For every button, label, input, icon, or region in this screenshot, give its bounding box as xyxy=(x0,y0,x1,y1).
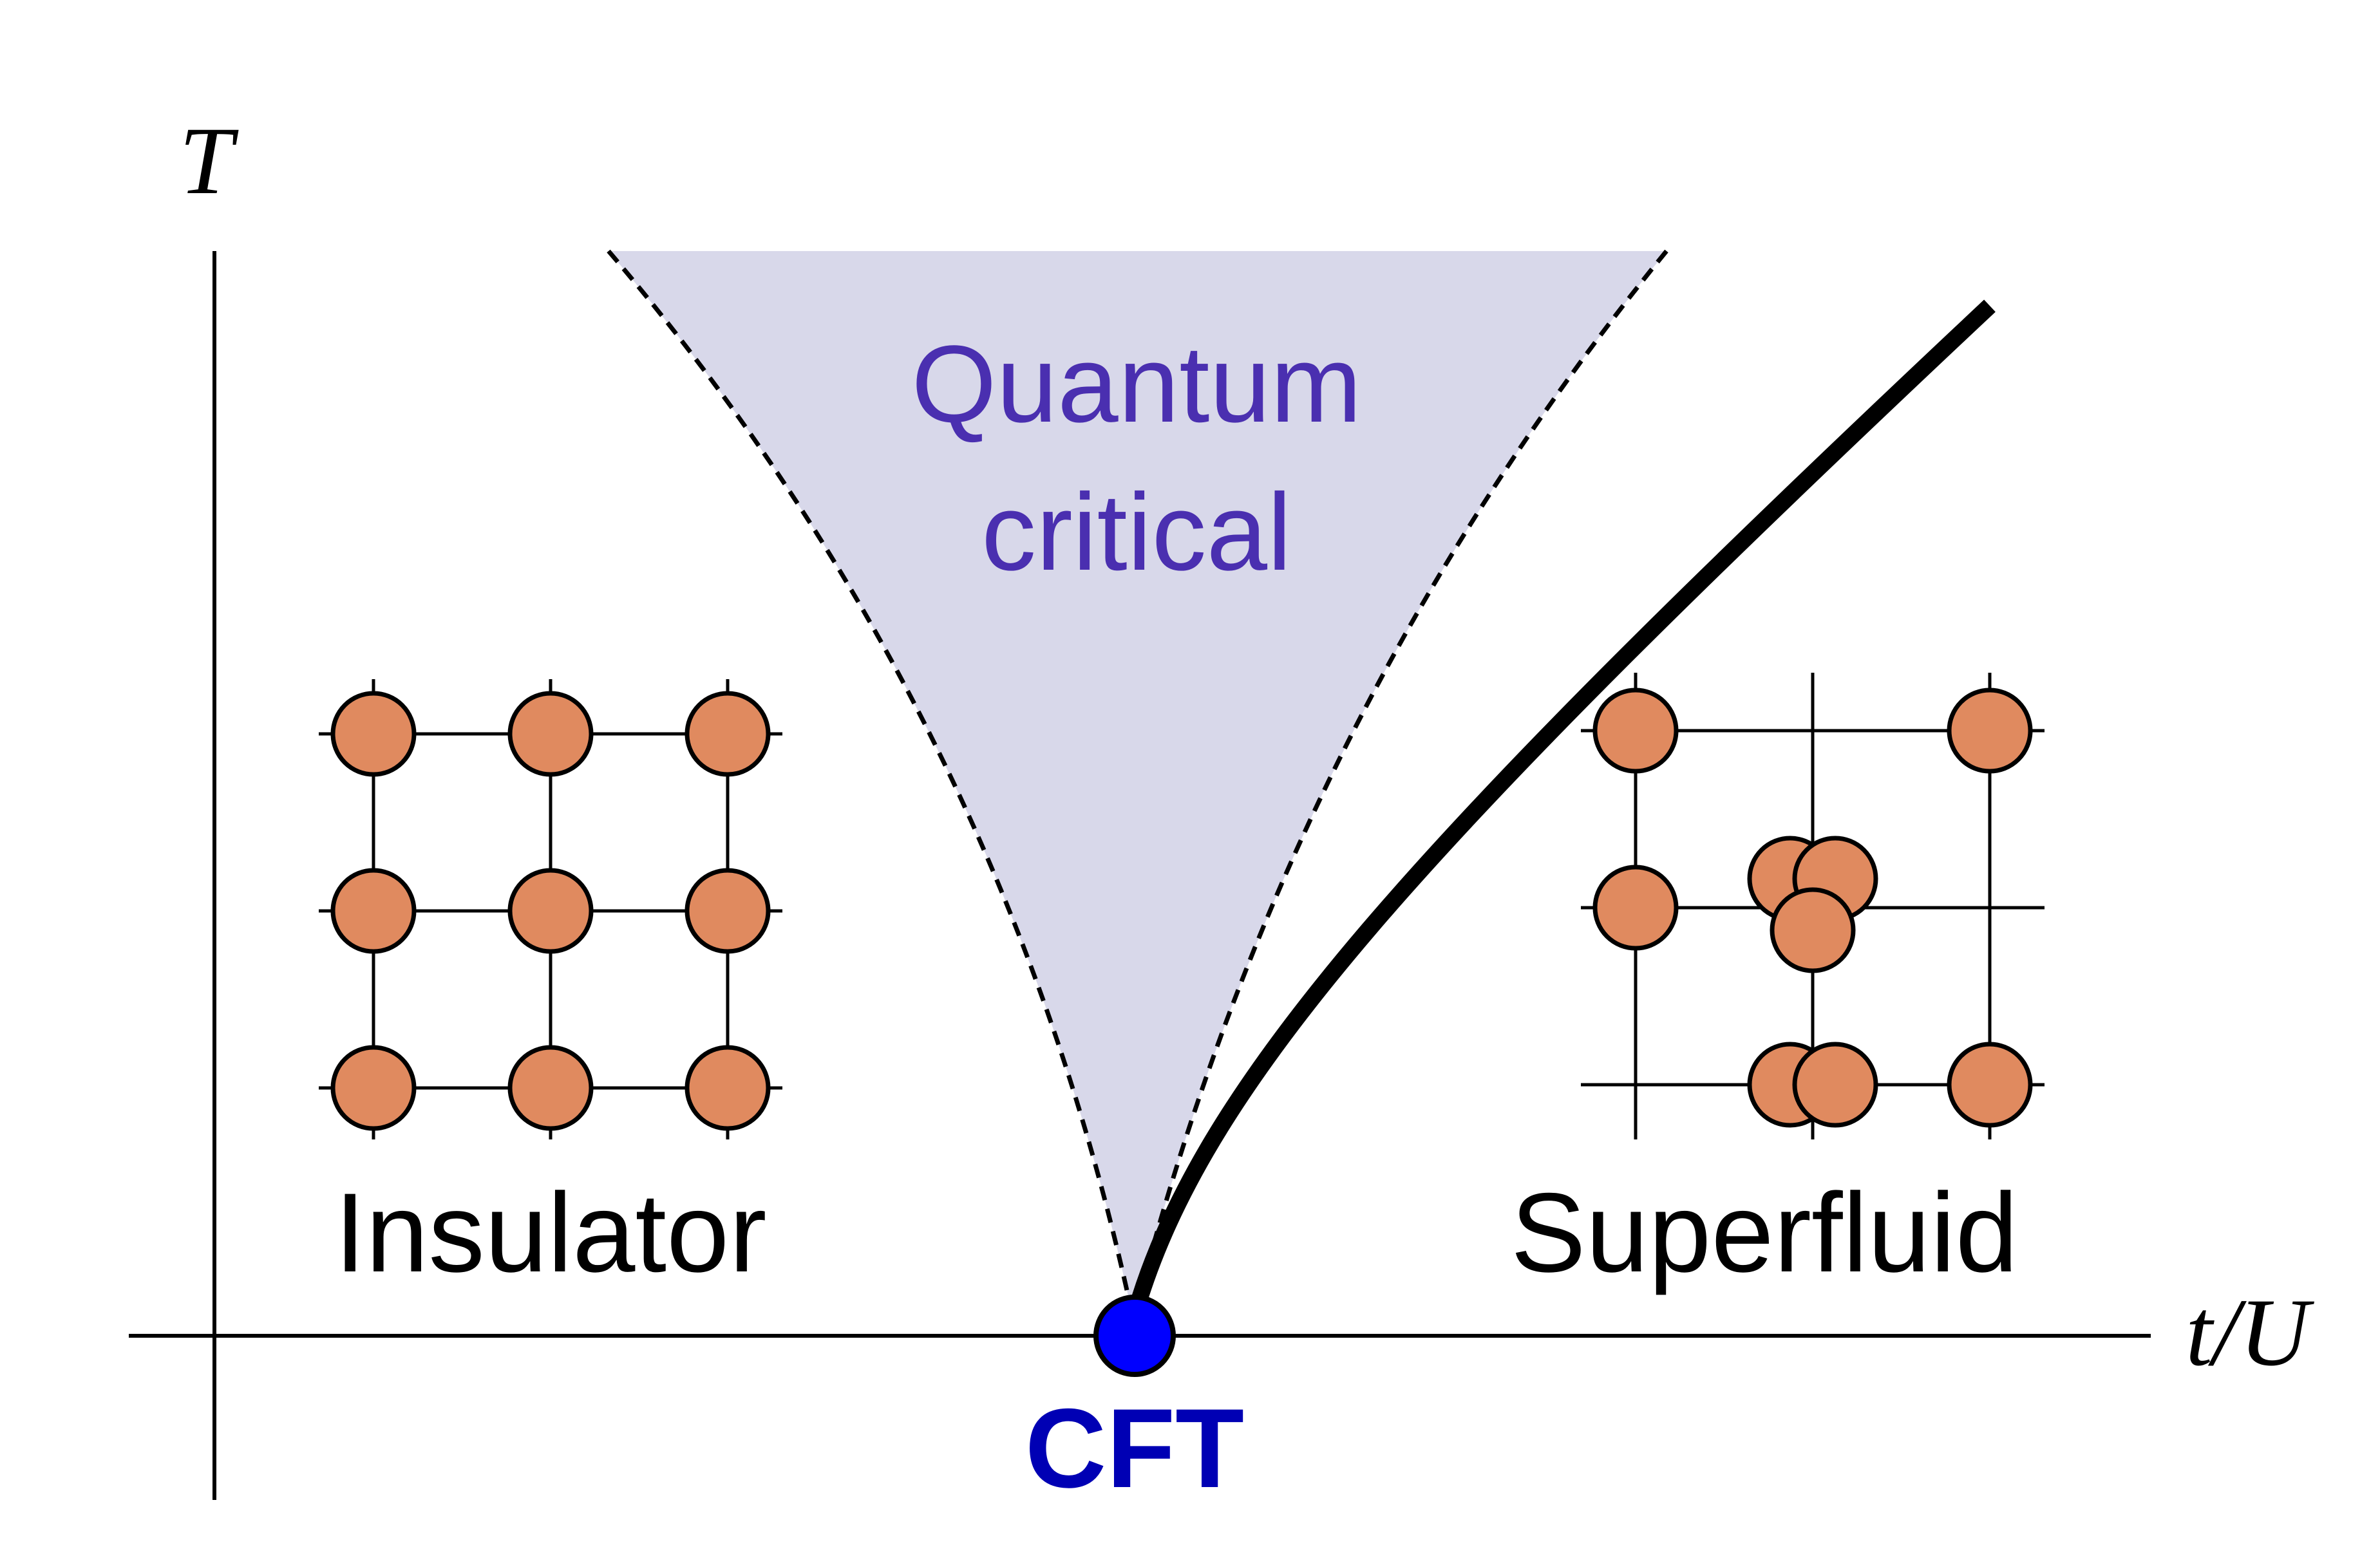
particle xyxy=(685,868,771,954)
critical-point-marker xyxy=(1093,1295,1176,1377)
particle xyxy=(685,1045,771,1131)
particle xyxy=(1770,887,1856,973)
particle xyxy=(1592,688,1679,774)
superfluid-particles xyxy=(1592,688,2033,1128)
particle xyxy=(507,691,594,777)
critical-point-label: CFT xyxy=(1025,1386,1244,1512)
particle xyxy=(685,691,771,777)
particle xyxy=(330,691,417,777)
superfluid-label: Superfluid xyxy=(1511,1170,2018,1296)
particle xyxy=(507,868,594,954)
quantum-critical-label-line1: Quantum xyxy=(911,323,1361,445)
particle xyxy=(1592,865,1679,951)
particle xyxy=(330,1045,417,1131)
particle xyxy=(1947,1042,2033,1128)
quantum-critical-label-line2: critical xyxy=(981,471,1292,594)
phase-boundary-line xyxy=(1125,299,1996,1322)
x-axis-label: t/U xyxy=(2186,1279,2314,1386)
particle xyxy=(507,1045,594,1131)
particle xyxy=(1947,688,2033,774)
quantum-critical-region xyxy=(609,251,1667,1320)
particle xyxy=(1792,1042,1878,1128)
insulator-particles xyxy=(330,691,771,1131)
y-axis-label: T xyxy=(179,108,239,214)
insulator-label: Insulator xyxy=(334,1170,766,1296)
particle xyxy=(330,868,417,954)
